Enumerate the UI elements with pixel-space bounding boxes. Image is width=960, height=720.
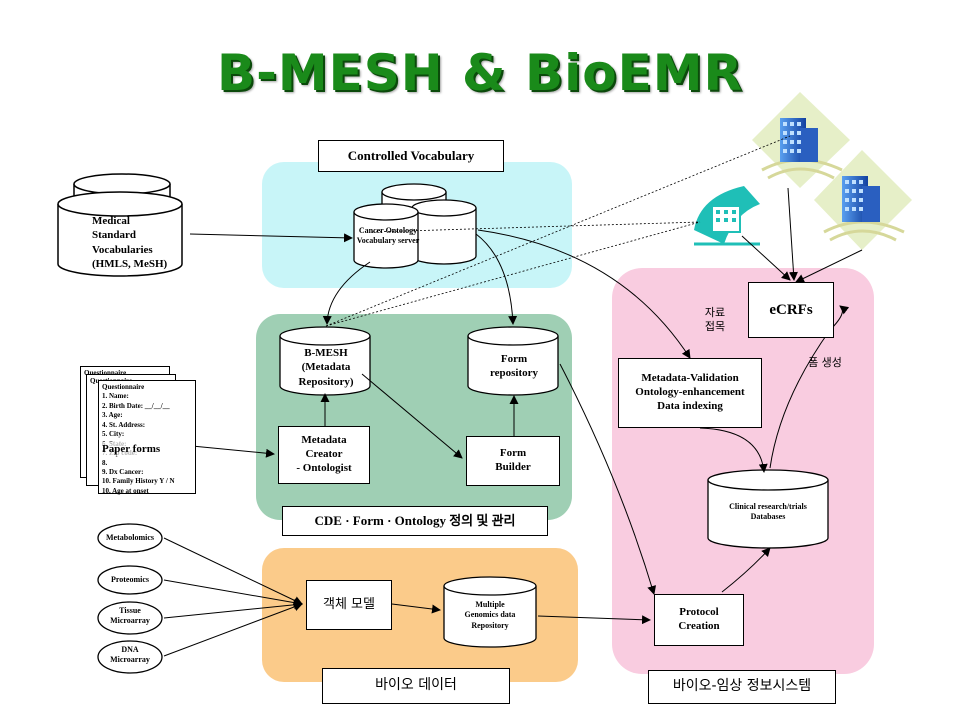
protocol-creation-line: Creation (678, 620, 720, 632)
medical-standard-label: Medical Standard Vocabularies (HMLS, MeS… (92, 214, 192, 271)
metadata-creator-line: - Ontologist (296, 461, 352, 474)
clinical-db-label: Clinical research/trials Databases (710, 502, 826, 523)
clinical-db-icon (707, 469, 829, 549)
form-generation-label: 폼 생성 (808, 356, 842, 369)
genomics-line: Genomics data (464, 610, 516, 620)
metadata-creator-box: Metadata Creator - Ontologist (278, 426, 370, 484)
paper-form-field: 8. (102, 458, 108, 467)
paper-form-header: Questionnaire (102, 383, 145, 391)
metabolomics-node (97, 523, 163, 553)
page-title: B-MESH & BioEMR (216, 44, 744, 102)
form-builder-line: Builder (495, 461, 531, 473)
paper-form-field: 10. Family History Y / N (102, 477, 175, 486)
paper-form-sheet: Questionnaire 1. Name: 2. Birth Date: __… (98, 380, 196, 495)
metadata-validation-line: Data indexing (657, 399, 723, 412)
genomics-line: Repository (471, 620, 509, 630)
controlled-vocabulary-box: Controlled Vocabulary (318, 140, 504, 172)
bio-clinical-label: 바이오-임상 정보시스템 (672, 678, 812, 695)
form-builder-line: Form (499, 447, 527, 460)
protocol-creation-box: Protocol Creation (654, 594, 744, 646)
tissue-microarray-label: Tissue Microarray (110, 606, 150, 626)
genomics-line: Multiple (475, 600, 505, 609)
metadata-validation-line: Metadata-Validation (641, 372, 739, 385)
paper-form-field: 10. Age at onset (102, 486, 149, 495)
bmesh-db-icon (279, 326, 371, 396)
cancer-ontology-db-icon (353, 183, 477, 269)
controlled-vocabulary-label: Controlled Vocabulary (347, 147, 475, 163)
bio-clinical-label-box: 바이오-임상 정보시스템 (648, 670, 836, 704)
paper-form-field: 3. Age: (102, 411, 123, 420)
paper-form-field: 9. Dx Cancer: (102, 467, 144, 476)
cancer-ontology-line: Vocabulary server (356, 236, 420, 246)
medical-standard-line: Vocabularies (92, 243, 153, 256)
metabolomics-label: Metabolomics (106, 533, 154, 542)
ecrfs-label: eCRFs (769, 301, 813, 318)
bio-data-label: 바이오 데이터 (375, 677, 457, 694)
cde-form-ontology-label: CDE · Form · Ontology 정의 및 관리 (314, 512, 516, 528)
bmesh-line: Repository) (298, 375, 354, 388)
building-icon (814, 150, 912, 250)
genomics-db-label: Multiple Genomics data Repository (446, 600, 534, 631)
medical-standard-line: (HMLS, MeSH) (92, 257, 168, 270)
protocol-creation-line: Protocol (679, 606, 719, 619)
ecrfs-box: eCRFs (748, 282, 834, 338)
metadata-validation-box: Metadata-Validation Ontology-enhancement… (618, 358, 762, 428)
flow-arrows (163, 187, 863, 657)
tissue-microarray-node (97, 601, 163, 635)
object-model-label: 객체 모델 (323, 596, 375, 612)
clinical-db-line: Clinical research/trials (729, 502, 807, 511)
proteomics-label: Proteomics (110, 575, 150, 584)
genomics-db-icon (443, 576, 537, 648)
object-model-box: 객체 모델 (306, 580, 392, 630)
medical-standard-line: Standard (92, 229, 137, 242)
cancer-ontology-label: Cancer Ontology Vocabulary server (350, 226, 426, 247)
dna-microarray-node (97, 640, 163, 674)
medical-standard-line: Medical (92, 215, 130, 227)
dotted-links (325, 135, 791, 327)
paper-form-field: 2. Birth Date: __/__/__ (102, 401, 170, 410)
dna-microarray-label: DNA Microarray (110, 645, 150, 665)
paper-form-field: 1. Name: (102, 392, 129, 401)
cancer-ontology-line: Cancer Ontology (358, 226, 418, 235)
metadata-creator-line: Metadata (301, 434, 347, 447)
medical-standard-db-icon (57, 173, 183, 277)
form-repository-line: Form (500, 353, 528, 365)
form-builder-box: Form Builder (466, 436, 560, 486)
clinical-db-line: Databases (750, 512, 786, 522)
paper-form-field: 4. St. Address: (102, 420, 146, 429)
building-icon (752, 92, 850, 188)
data-collection-label: 자료 접목 (700, 306, 730, 334)
bio-data-label-box: 바이오 데이터 (322, 668, 510, 704)
paper-forms-icon: Questionnaire Questionnaire Questionnair… (80, 366, 200, 496)
metadata-creator-line: Creator (305, 448, 343, 461)
form-repository-line: repository (489, 367, 539, 380)
cde-label-box: CDE · Form · Ontology 정의 및 관리 (282, 506, 548, 536)
form-repository-label: Form repository (470, 352, 558, 381)
hospital-icon (694, 186, 760, 246)
bmesh-line: (Metadata (301, 361, 351, 374)
data-collection-line: 접목 (704, 319, 726, 333)
paper-form-field: 5. City: (102, 430, 125, 439)
paper-form-header: Questionnaire (84, 369, 127, 377)
bmesh-line: B-MESH (304, 347, 348, 359)
proteomics-node (97, 565, 163, 595)
paper-forms-label: Paper forms (102, 442, 161, 457)
form-repository-db-icon (467, 326, 559, 396)
metadata-validation-line: Ontology-enhancement (635, 386, 745, 399)
bmesh-label: B-MESH (Metadata Repository) (282, 346, 370, 389)
data-collection-line: 자료 (704, 306, 726, 319)
